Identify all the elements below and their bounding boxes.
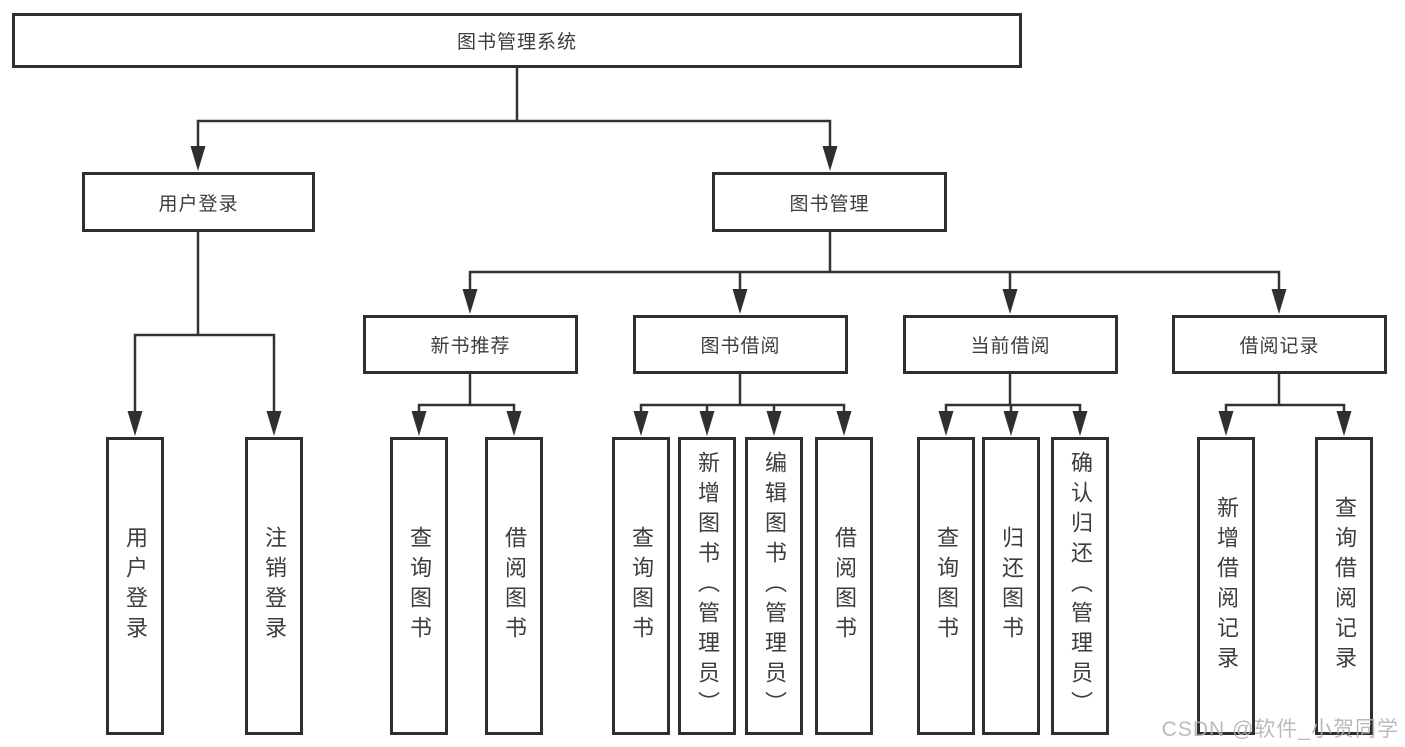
connector-book-management-branch [468,232,1281,294]
arrowhead [633,411,649,436]
connector-book-borrow-branch [639,374,846,415]
node-label: 借阅图书 [832,526,857,646]
node-label: 用户登录 [158,193,239,215]
leaf-borrow-books-recommend: 借阅图书 [485,437,543,735]
arrowhead [462,289,478,314]
leaf-add-borrow-record: 新增借阅记录 [1197,437,1255,735]
node-user-login: 用户登录 [82,172,315,232]
connector-new-book-branch [417,374,516,415]
leaf-borrow-books: 借阅图书 [815,437,873,735]
node-label: 图书借阅 [700,336,781,357]
node-label: 图书管理 [789,193,870,215]
node-borrowing-records: 借阅记录 [1172,315,1387,374]
arrowhead [266,411,282,436]
arrowhead [1002,289,1018,314]
node-label: 注销登录 [262,526,287,646]
node-label: 编辑图书（管理员） [762,451,787,721]
arrowhead [127,411,143,436]
node-label: 查询借阅记录 [1332,496,1357,676]
node-label: 确认归还（管理员） [1068,451,1093,721]
arrowhead [1271,289,1287,314]
arrowhead [732,289,748,314]
node-current-borrowing: 当前借阅 [903,315,1118,374]
arrowhead [190,146,206,171]
leaf-search-books-borrow: 查询图书 [612,437,670,735]
node-label: 新增借阅记录 [1214,496,1239,676]
node-new-book-recommendation: 新书推荐 [363,315,578,374]
connector-root-to-level2 [196,68,832,150]
leaf-search-borrow-record: 查询借阅记录 [1315,437,1373,735]
node-library-management-system: 图书管理系统 [12,13,1022,68]
leaf-logout: 注销登录 [245,437,303,735]
connector-borrow-record-branch [1224,374,1346,415]
node-label: 图书管理系统 [456,32,577,53]
node-label: 用户登录 [123,526,148,646]
arrowhead [1072,411,1088,436]
arrowheads [127,146,1352,436]
node-label: 新书推荐 [430,336,511,357]
connector-user-login-branch [133,232,276,415]
arrowhead [836,411,852,436]
node-label: 借阅记录 [1239,336,1320,357]
node-label: 查询图书 [629,526,654,646]
arrowhead [822,146,838,171]
arrowhead [1218,411,1234,436]
arrowhead [1336,411,1352,436]
leaf-confirm-return-admin: 确认归还（管理员） [1051,437,1109,735]
arrowhead [1003,411,1019,436]
arrowhead [506,411,522,436]
leaf-search-books-recommend: 查询图书 [390,437,448,735]
node-label: 归还图书 [999,526,1024,646]
leaf-search-books-current: 查询图书 [917,437,975,735]
leaf-add-books-admin: 新增图书（管理员） [678,437,736,735]
watermark: CSDN @软件_小贺同学 [1161,718,1399,741]
node-label: 借阅图书 [502,526,527,646]
arrowhead [699,411,715,436]
connector-current-borrow-branch [944,374,1082,415]
node-book-borrowing: 图书借阅 [633,315,848,374]
arrowhead [938,411,954,436]
node-label: 查询图书 [934,526,959,646]
node-label: 查询图书 [407,526,432,646]
node-label: 当前借阅 [970,336,1051,357]
arrowhead [411,411,427,436]
leaf-edit-books-admin: 编辑图书（管理员） [745,437,803,735]
node-book-management: 图书管理 [712,172,947,232]
node-label: 新增图书（管理员） [695,451,720,721]
arrowhead [766,411,782,436]
leaf-user-login: 用户登录 [106,437,164,735]
leaf-return-books: 归还图书 [982,437,1040,735]
